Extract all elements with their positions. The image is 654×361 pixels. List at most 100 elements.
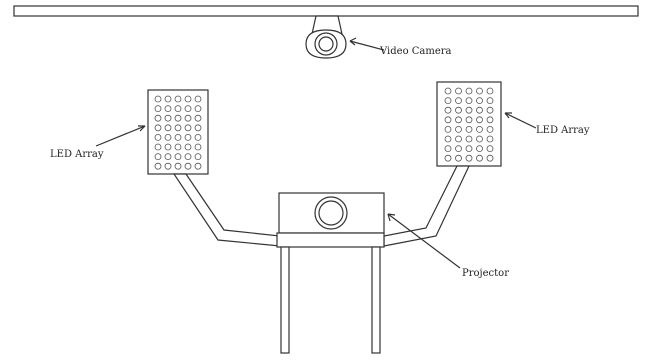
led-right-r1-c3 [476, 97, 483, 104]
led-left-r3-c0 [154, 124, 162, 132]
led-right-r1-c0 [444, 97, 452, 104]
led-left-r5-c2 [174, 143, 182, 151]
led-left-r6-c4 [194, 153, 202, 161]
camera-label: Video Camera [379, 46, 452, 57]
projector-label: Projector [462, 268, 509, 279]
led-left-r2-c3 [184, 114, 192, 122]
led-right-label: LED Array [536, 125, 590, 136]
led-left-r7-c3 [184, 162, 192, 170]
led-left-r4-c0 [154, 133, 162, 141]
led-right-r5-c1 [455, 135, 462, 143]
led-right-r5-c4 [486, 135, 494, 143]
led-right-r4-c0 [444, 125, 452, 133]
led-right-r7-c1 [455, 154, 462, 162]
led-left-pointer-arrow [95, 125, 146, 147]
led-left-r4-c4 [194, 133, 202, 141]
led-left-r0-c4 [194, 95, 202, 103]
led-right-r3-c1 [455, 116, 462, 124]
led-left-r0-c0 [154, 95, 162, 103]
led-left-r3-c4 [194, 124, 202, 132]
led-right-r7-c0 [444, 154, 452, 162]
led-left-r1-c1 [164, 105, 172, 112]
led-right-r2-c4 [486, 106, 494, 114]
led-right-r7-c4 [486, 154, 494, 162]
led-right-r4-c4 [486, 125, 494, 133]
led-right-r6-c2 [465, 145, 473, 153]
led-left-r5-c4 [194, 143, 202, 151]
led-array-left [147, 89, 209, 175]
led-right-r6-c1 [455, 145, 462, 153]
led-left-r2-c2 [174, 114, 182, 122]
led-left-r6-c2 [174, 153, 182, 161]
led-right-r3-c2 [465, 116, 473, 124]
led-left-label: LED Array [50, 149, 104, 160]
led-right-r3-c3 [476, 116, 483, 124]
led-right-r2-c3 [476, 106, 483, 114]
led-left-r1-c3 [184, 105, 192, 112]
led-left-r7-c1 [164, 162, 172, 170]
led-right-r3-c0 [444, 116, 452, 124]
table-leg-right [371, 246, 381, 354]
video-camera [305, 15, 347, 59]
led-right-r1-c1 [455, 97, 462, 104]
support-arm-right [383, 165, 470, 247]
led-right-r0-c4 [486, 87, 494, 95]
led-right-r2-c0 [444, 106, 452, 114]
led-left-r5-c0 [154, 143, 162, 151]
ceiling-rail [13, 5, 639, 17]
led-right-r2-c1 [455, 106, 462, 114]
led-left-r4-c2 [174, 133, 182, 141]
led-left-r0-c2 [174, 95, 182, 103]
projector-pointer-arrow [387, 213, 461, 269]
table-top [276, 232, 385, 248]
led-left-r4-c3 [184, 133, 192, 141]
led-right-r0-c1 [455, 87, 462, 95]
led-right-r7-c2 [465, 154, 473, 162]
led-right-r5-c0 [444, 135, 452, 143]
table-leg-left [280, 246, 290, 354]
led-right-r4-c3 [476, 125, 483, 133]
support-arm-left [172, 173, 281, 247]
led-left-r6-c0 [154, 153, 162, 161]
led-left-r7-c2 [174, 162, 182, 170]
led-grid-left [154, 95, 202, 170]
led-left-r6-c3 [184, 153, 192, 161]
led-right-r6-c3 [476, 145, 483, 153]
led-right-r4-c1 [455, 125, 462, 133]
led-right-r5-c3 [476, 135, 483, 143]
led-left-r2-c0 [154, 114, 162, 122]
led-right-r4-c2 [465, 125, 473, 133]
led-right-r0-c3 [476, 87, 483, 95]
led-left-r2-c4 [194, 114, 202, 122]
led-right-r6-c4 [486, 145, 494, 153]
led-left-r6-c1 [164, 153, 172, 161]
led-left-r4-c1 [164, 133, 172, 141]
camera-pointer-arrow [349, 37, 385, 51]
led-right-pointer-arrow [504, 112, 537, 129]
led-left-r5-c3 [184, 143, 192, 151]
led-right-r6-c0 [444, 145, 452, 153]
led-right-r1-c4 [486, 97, 494, 104]
led-right-r0-c0 [444, 87, 452, 95]
led-right-r7-c3 [476, 154, 483, 162]
led-right-r0-c2 [465, 87, 473, 95]
led-left-r1-c0 [154, 105, 162, 112]
led-right-r1-c2 [465, 97, 473, 104]
led-left-r5-c1 [164, 143, 172, 151]
led-left-r7-c0 [154, 162, 162, 170]
led-left-r7-c4 [194, 162, 202, 170]
led-left-r3-c3 [184, 124, 192, 132]
led-left-r1-c4 [194, 105, 202, 112]
led-left-r1-c2 [174, 105, 182, 112]
led-left-r3-c2 [174, 124, 182, 132]
led-array-right [436, 81, 502, 167]
led-right-r5-c2 [465, 135, 473, 143]
led-right-r2-c2 [465, 106, 473, 114]
led-right-r3-c4 [486, 116, 494, 124]
projector [278, 192, 385, 234]
led-left-r2-c1 [164, 114, 172, 122]
led-left-r0-c3 [184, 95, 192, 103]
led-left-r3-c1 [164, 124, 172, 132]
